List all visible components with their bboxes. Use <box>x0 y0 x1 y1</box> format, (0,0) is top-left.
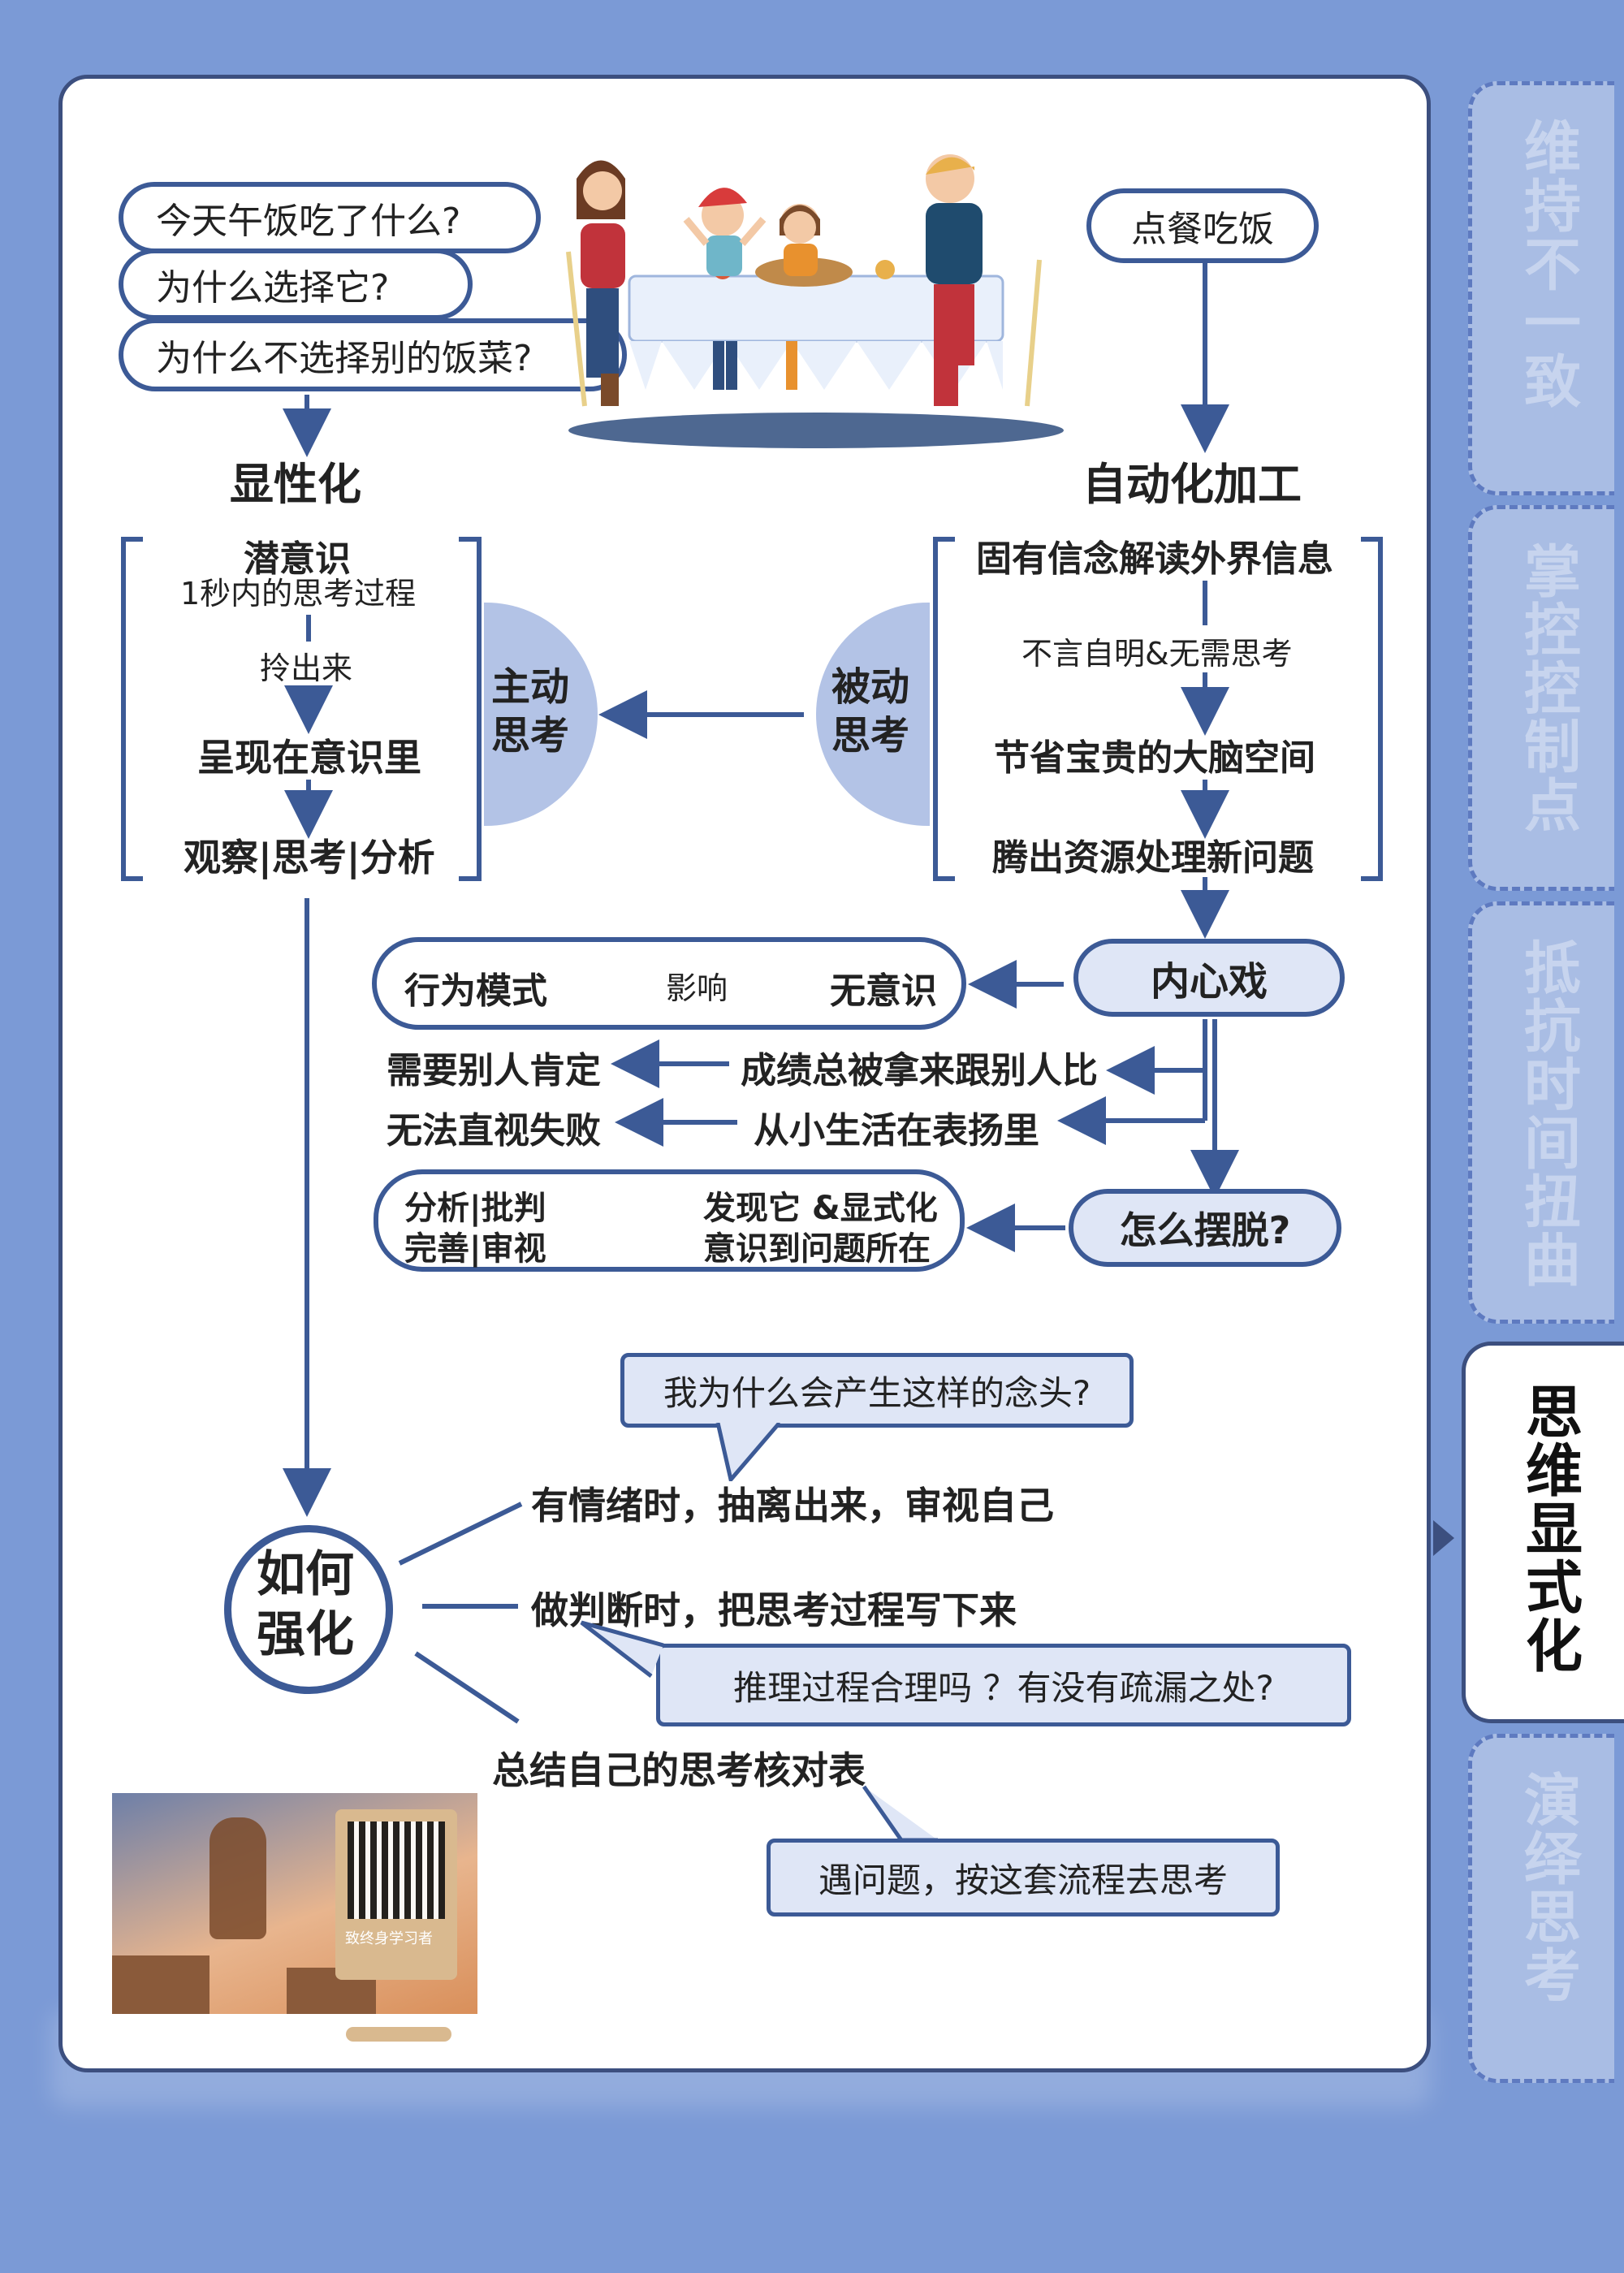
branch-emotion: 有情绪时，抽离出来，审视自己 <box>531 1476 1054 1530</box>
unconscious-label: 无意识 <box>830 961 937 1013</box>
order-food-pill: 点餐吃饭 <box>1086 188 1319 263</box>
qr-promo-footer <box>346 2027 451 2042</box>
branch-checklist: 总结自己的思考核对表 <box>492 1741 866 1795</box>
bubble-text: 推理过程合理吗 ？有没有疏漏之处? <box>733 1661 1274 1710</box>
runner-figure <box>209 1817 266 1939</box>
pull-out-label: 拎出来 <box>260 643 352 688</box>
question-text: 为什么选择它? <box>156 258 389 310</box>
order-food-text: 点餐吃饭 <box>1131 200 1274 252</box>
self-evident-label: 不言自明&无需思考 <box>1021 629 1293 673</box>
active-thinking-label: 主动 思考 <box>491 663 569 760</box>
bubble-text: 我为什么会产生这样的念头? <box>663 1366 1091 1415</box>
bubble-reasoning-check: 推理过程合理吗 ？有没有疏漏之处? <box>656 1644 1351 1726</box>
bubble-tail-3 <box>861 1783 942 1842</box>
bubble-tail-2 <box>578 1619 667 1678</box>
grew-up-praise-label: 从小生活在表扬里 <box>754 1101 1039 1153</box>
how-strengthen-label: 如何 强化 <box>257 1545 354 1665</box>
improve-review-label: 完善|审视 <box>404 1222 546 1269</box>
qr-code <box>348 1821 445 1919</box>
need-approval-label: 需要别人肯定 <box>387 1041 601 1093</box>
inner-drama-pill: 内心戏 <box>1073 939 1345 1017</box>
qr-caption: 致终身学习者 <box>345 1927 433 1948</box>
qr-card: 致终身学习者 <box>335 1809 457 1980</box>
qr-promo-image: 致终身学习者 <box>112 1793 477 2014</box>
bubble-follow-process: 遇问题，按这套流程去思考 <box>767 1839 1280 1916</box>
cant-face-failure-label: 无法直视失败 <box>387 1101 601 1153</box>
bubble-tail-1 <box>715 1423 788 1481</box>
observe-label: 观察|思考|分析 <box>184 828 435 882</box>
question-text: 为什么不选择别的饭菜? <box>156 329 532 381</box>
inner-drama-text: 内心戏 <box>1151 949 1268 1006</box>
present-label: 呈现在意识里 <box>197 728 421 782</box>
question-why-chosen: 为什么选择它? <box>119 248 473 320</box>
behavior-pattern-label: 行为模式 <box>404 961 547 1013</box>
aware-problem-label: 意识到问题所在 <box>703 1222 931 1269</box>
bubble-why-thought: 我为什么会产生这样的念头? <box>620 1353 1134 1428</box>
left-title: 显性化 <box>230 448 361 512</box>
how-escape-text: 怎么摆脱? <box>1120 1201 1291 1255</box>
save-brain-label: 节省宝贵的大脑空间 <box>994 728 1315 780</box>
influence-label: 影响 <box>666 963 728 1008</box>
free-resources-label: 腾出资源处理新问题 <box>992 828 1314 880</box>
compared-label: 成绩总被拿来跟别人比 <box>741 1041 1098 1093</box>
question-lunch: 今天午饭吃了什么? <box>119 182 541 253</box>
how-escape-pill: 怎么摆脱? <box>1069 1189 1341 1267</box>
bubble-text: 遇问题，按这套流程去思考 <box>818 1853 1228 1903</box>
right-title: 自动化加工 <box>1082 448 1302 512</box>
book-stack <box>112 1955 209 2014</box>
passive-thinking-label: 被动 思考 <box>831 663 909 760</box>
question-why-not-others: 为什么不选择别的饭菜? <box>119 318 627 391</box>
belief-label: 固有信念解读外界信息 <box>976 529 1333 581</box>
family-dinner-illustration <box>552 146 1080 455</box>
question-text: 今天午饭吃了什么? <box>156 192 460 244</box>
within-1s-label: 1秒内的思考过程 <box>180 568 416 613</box>
